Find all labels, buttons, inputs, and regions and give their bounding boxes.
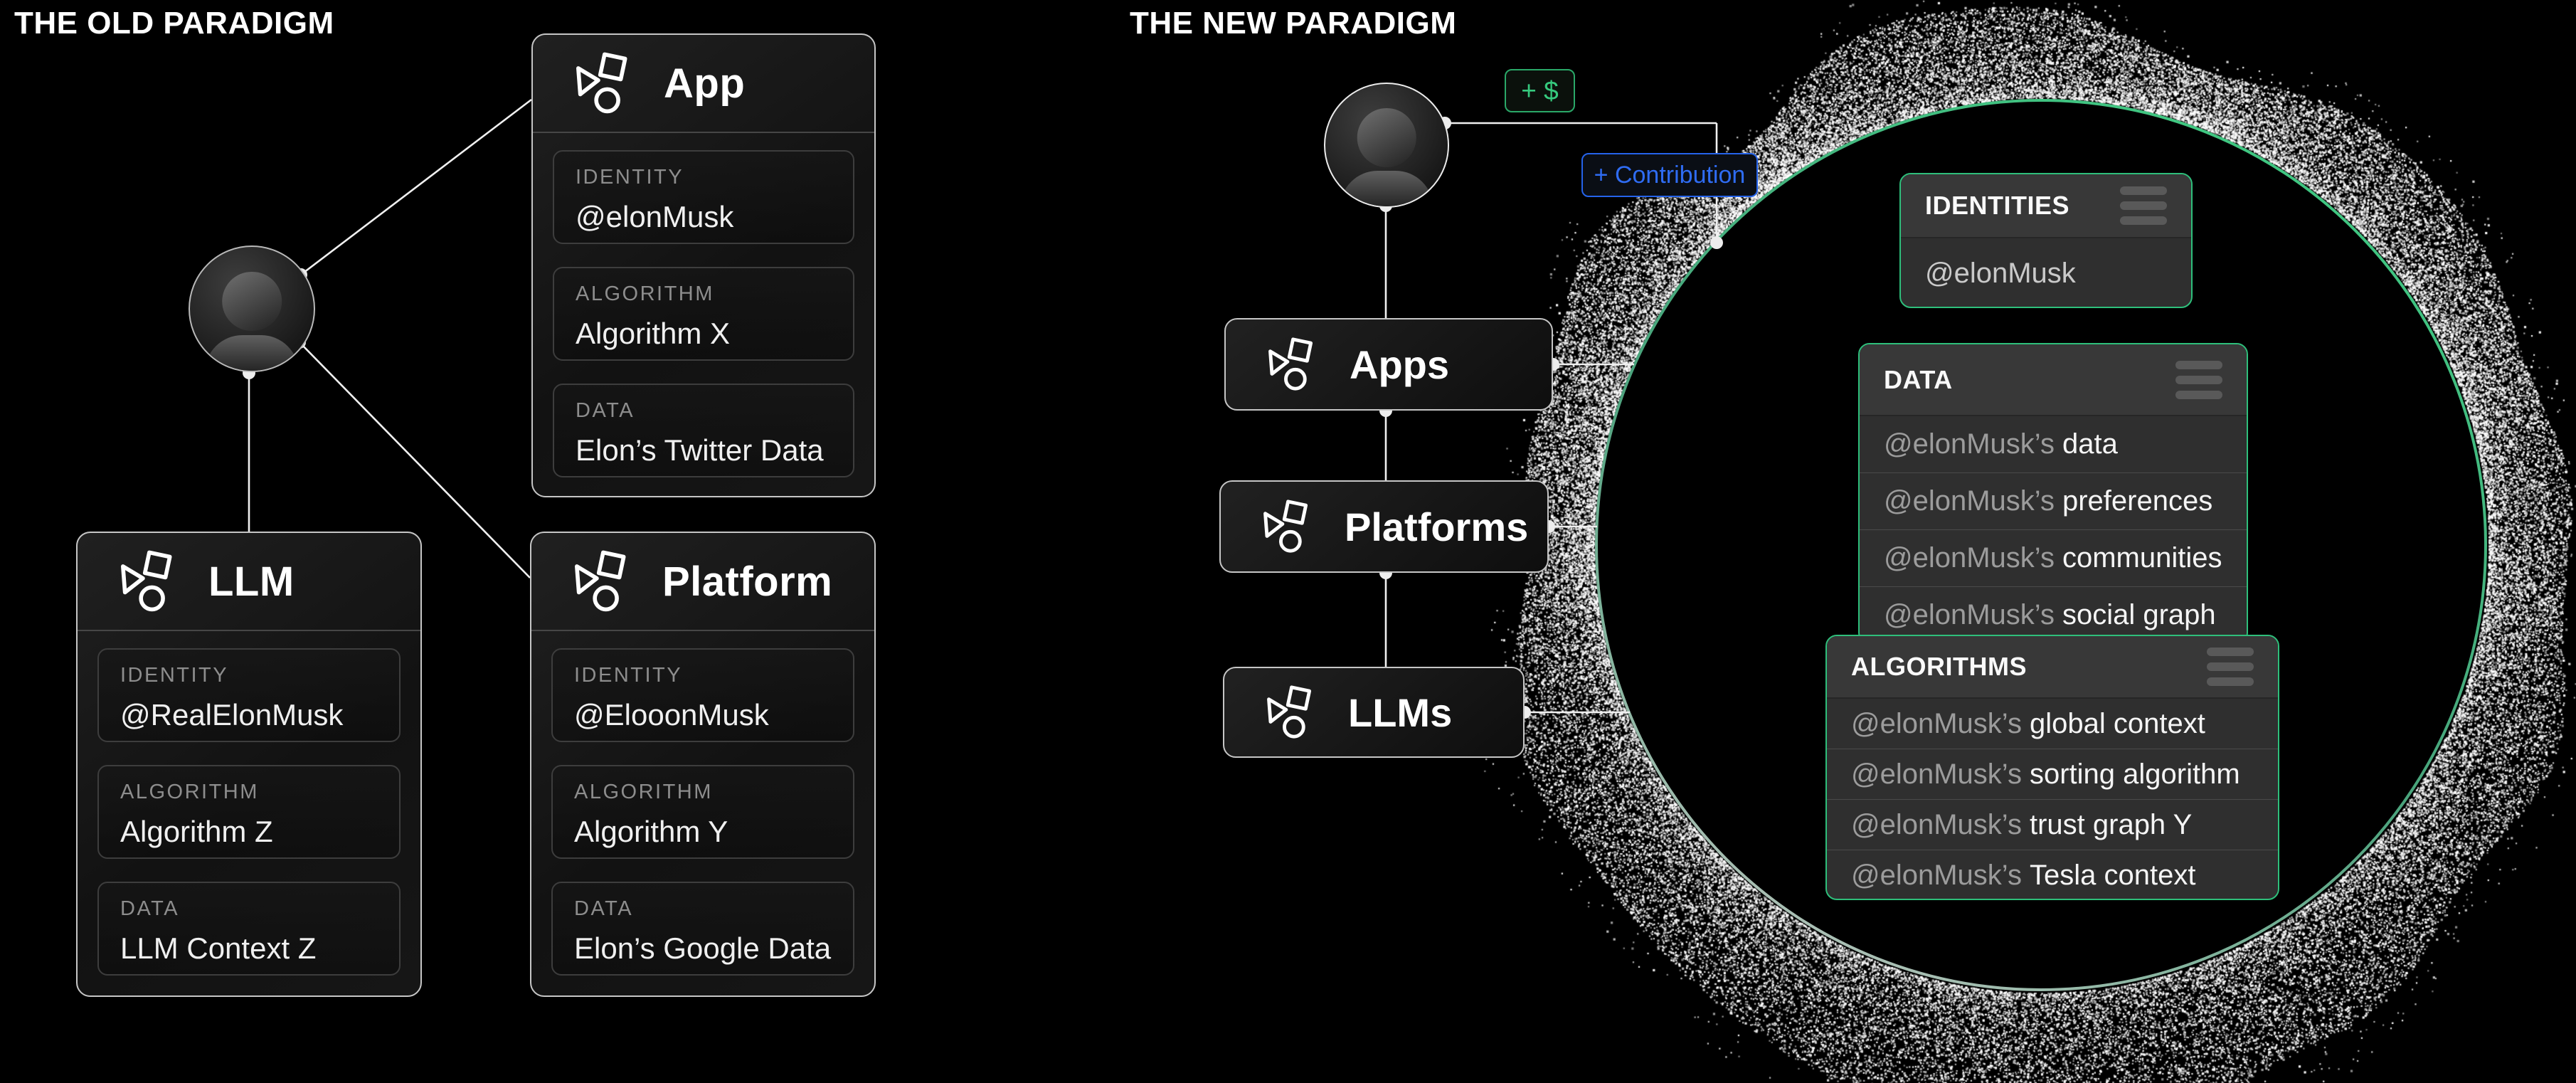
panel-identities-header: IDENTITIES xyxy=(1901,174,2191,238)
field-algorithm: ALGORITHM Algorithm X xyxy=(553,267,854,361)
field-label: IDENTITY xyxy=(120,664,229,687)
hamburger-icon[interactable] xyxy=(2207,648,2254,686)
panel-data-header: DATA xyxy=(1860,344,2247,416)
card-title: Platform xyxy=(662,558,833,605)
field-label: ALGORITHM xyxy=(120,781,259,803)
field-value: Elon’s Twitter Data xyxy=(576,433,824,467)
hamburger-icon[interactable] xyxy=(2120,186,2167,225)
old-paradigm-title: THE OLD PARADIGM xyxy=(14,6,334,41)
card-llm-header: LLM xyxy=(78,533,420,631)
field-data: DATA LLM Context Z xyxy=(97,882,401,976)
field-label: ALGORITHM xyxy=(576,282,714,305)
card-app-header: App xyxy=(533,35,874,133)
field-algorithm: ALGORITHM Algorithm Y xyxy=(551,765,854,859)
field-label: DATA xyxy=(576,399,635,422)
list-item: @elonMusk xyxy=(1901,238,2191,307)
card-title: LLMs xyxy=(1348,690,1453,735)
panel-title: DATA xyxy=(1884,364,1953,394)
field-value: @ElooonMusk xyxy=(574,698,769,731)
panel-title: ALGORITHMS xyxy=(1851,652,2027,681)
card-platforms: Platforms xyxy=(1219,480,1549,573)
new-paradigm-title: THE NEW PARADIGM xyxy=(1130,6,1457,41)
field-label: IDENTITY xyxy=(576,166,684,189)
shapes-icon xyxy=(1263,685,1318,740)
identity-value: @elonMusk xyxy=(1925,257,2076,289)
money-badge[interactable]: + $ xyxy=(1505,69,1575,112)
field-identity: IDENTITY @elonMusk xyxy=(553,150,854,244)
card-llm-body: IDENTITY @RealElonMusk ALGORITHM Algorit… xyxy=(78,631,420,976)
edges xyxy=(248,98,1718,714)
field-label: ALGORITHM xyxy=(574,781,713,803)
contribution-button[interactable]: + Contribution xyxy=(1581,153,1758,197)
field-value: @elonMusk xyxy=(576,200,734,233)
card-app: App IDENTITY @elonMusk ALGORITHM Algorit… xyxy=(531,33,876,497)
field-value: @RealElonMusk xyxy=(120,698,344,731)
card-apps: Apps xyxy=(1224,318,1553,411)
field-data: DATA Elon’s Google Data xyxy=(551,882,854,976)
field-value: Elon’s Google Data xyxy=(574,931,832,965)
field-label: IDENTITY xyxy=(574,664,683,687)
user-avatar xyxy=(1324,83,1449,208)
avatar-shoulders xyxy=(1340,171,1433,206)
field-value: Algorithm X xyxy=(576,317,731,350)
shapes-icon xyxy=(116,549,180,613)
avatar-head xyxy=(222,271,282,332)
field-label: DATA xyxy=(120,897,180,920)
card-llms: LLMs xyxy=(1223,667,1525,758)
panel-algorithms-header: ALGORITHMS xyxy=(1827,636,2278,699)
shapes-icon xyxy=(1259,499,1315,554)
avatar-head xyxy=(1357,108,1416,167)
field-identity: IDENTITY @RealElonMusk xyxy=(97,648,401,742)
card-title: App xyxy=(664,60,746,107)
panel-identities: IDENTITIES @elonMusk xyxy=(1899,173,2193,308)
field-algorithm: ALGORITHM Algorithm Z xyxy=(97,765,401,859)
card-platform-body: IDENTITY @ElooonMusk ALGORITHM Algorithm… xyxy=(531,631,874,976)
card-platform: Platform IDENTITY @ElooonMusk ALGORITHM … xyxy=(530,532,876,997)
card-llm: LLM IDENTITY @RealElonMusk ALGORITHM Alg… xyxy=(76,532,422,997)
field-value: LLM Context Z xyxy=(120,931,317,965)
avatar-shoulders xyxy=(204,334,300,371)
field-identity: IDENTITY @ElooonMusk xyxy=(551,648,854,742)
shapes-icon xyxy=(1264,337,1320,392)
user-avatar xyxy=(189,245,315,372)
field-value: Algorithm Y xyxy=(574,815,728,848)
shapes-icon xyxy=(571,51,635,115)
card-app-body: IDENTITY @elonMusk ALGORITHM Algorithm X… xyxy=(533,133,874,477)
shapes-icon xyxy=(570,549,634,613)
hamburger-icon[interactable] xyxy=(2175,360,2222,399)
card-title: Apps xyxy=(1350,342,1449,387)
field-data: DATA Elon’s Twitter Data xyxy=(553,384,854,477)
panel-title: IDENTITIES xyxy=(1925,191,2070,220)
edge-dots xyxy=(243,117,1723,719)
data-ownership-circle xyxy=(1595,99,2487,991)
field-value: Algorithm Z xyxy=(120,815,273,848)
card-title: LLM xyxy=(208,558,295,605)
card-title: Platforms xyxy=(1345,504,1529,549)
field-label: DATA xyxy=(574,897,634,920)
card-platform-header: Platform xyxy=(531,533,874,631)
